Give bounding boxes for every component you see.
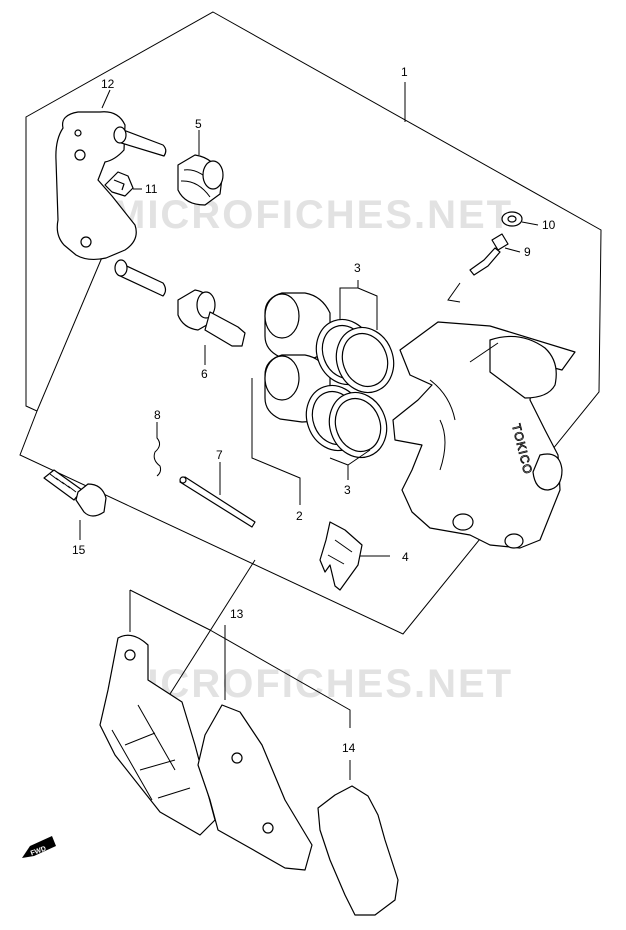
callout-14: 14 [342,741,356,755]
callout-3-bottom: 3 [344,483,351,497]
callout-3-top: 3 [354,261,361,275]
callout-5: 5 [195,117,202,131]
sleeve-bolt [177,289,246,365]
callout-8: 8 [154,408,161,422]
callout-2: 2 [296,509,303,523]
mounting-bolt [43,469,107,540]
brake-pad-front [99,634,216,836]
brake-pad-rear [197,704,313,871]
pad-spring-clip [104,171,142,197]
callout-15: 15 [72,543,86,557]
callout-1: 1 [401,65,408,79]
leader-2 [251,378,301,505]
leader-3-bottom [329,449,371,480]
watermark-bottom: MICROFICHES.NET [112,662,513,706]
callout-12: 12 [101,77,115,91]
callout-6: 6 [201,367,208,381]
boot [177,130,224,206]
callout-11: 11 [145,182,158,196]
forward-direction-arrow: FWD [22,836,56,858]
bleeder-cap [501,211,539,227]
caliper-bracket [55,89,167,297]
guide-line-bracket [36,254,104,412]
callout-7: 7 [216,448,223,462]
guide-line-pads [169,559,256,695]
callout-9: 9 [524,245,531,259]
callout-10: 10 [542,218,556,232]
bleeder-valve [447,233,521,303]
caliper-body: TOKICO [392,321,576,549]
pad-set-bracket [129,589,351,728]
assembly-boundary [19,11,602,635]
callout-13: 13 [230,607,244,621]
leader-3-top [339,280,378,330]
pad-spring [319,521,390,591]
piston-seals [305,318,395,459]
callout-4: 4 [402,550,409,564]
pin-clip [153,422,162,477]
pad-pin [179,462,256,528]
watermark-top: MICROFICHES.NET [112,193,513,237]
pad-shim [317,760,399,916]
